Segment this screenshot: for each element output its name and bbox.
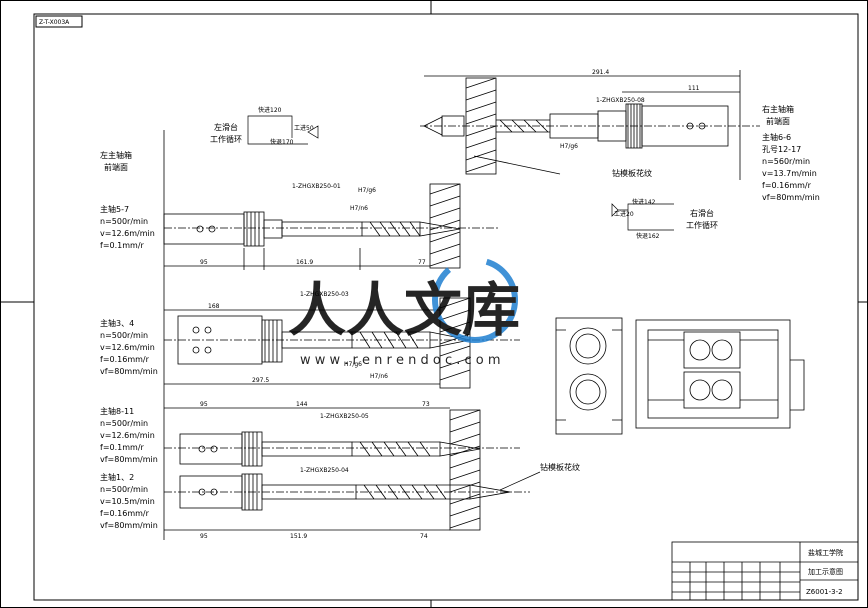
dim-297: 297.5	[252, 377, 269, 384]
left-spindle-end-l2: 前端面	[104, 162, 128, 172]
left-spindle-end-l1: 左主轴箱	[100, 150, 132, 160]
svg-text:工作循环: 工作循环	[686, 220, 718, 230]
dim-77: 77	[418, 259, 426, 266]
svg-text:v=12.6m/min: v=12.6m/min	[100, 343, 155, 352]
svg-text:v=10.5m/min: v=10.5m/min	[100, 497, 155, 506]
dim-74: 74	[420, 533, 428, 540]
tool-code-57: 1-ZHGXB250-01	[292, 183, 341, 190]
title-name: 加工示意图	[808, 567, 843, 576]
svg-text:快进120: 快进120	[258, 106, 282, 114]
watermark-url: w w w . r e n r e n d o c . c o m	[300, 353, 501, 368]
dim-161-a: 161.9	[296, 259, 313, 266]
spindle-1-2-assembly	[164, 473, 530, 531]
dim-144: 144	[296, 401, 308, 408]
inner-frame	[33, 13, 859, 601]
top-spindle-assembly	[420, 70, 760, 180]
svg-text:主轴6-6: 主轴6-6	[762, 132, 791, 142]
drawing-code-tag: Z-T-X003A	[39, 19, 70, 26]
svg-text:右滑台: 右滑台	[690, 208, 714, 218]
svg-text:f=0.1mm/r: f=0.1mm/r	[100, 241, 145, 250]
svg-text:工作循环: 工作循环	[210, 134, 242, 144]
svg-text:f=0.1mm/r: f=0.1mm/r	[100, 443, 145, 452]
dim-95-b: 95	[200, 401, 208, 408]
dim-top-overall: 291.4	[592, 69, 609, 76]
workpiece-side-view	[555, 317, 623, 435]
svg-text:快退170: 快退170	[270, 138, 294, 146]
title-school: 盐城工学院	[808, 548, 843, 557]
bushing-note-top: 钻模板花纹	[612, 168, 652, 178]
spindle-8-11-assembly	[164, 407, 520, 531]
fit-top-1: H7/g6	[560, 143, 578, 150]
svg-text:快退162: 快退162	[636, 232, 660, 240]
spindle-3-4-params: 主轴3、4 n=500r/min v=12.6m/min f=0.16mm/r …	[100, 318, 158, 376]
spindle-8-11-params: 主轴8-11 n=500r/min v=12.6m/min f=0.1mm/r …	[100, 406, 158, 464]
code-tag-box	[35, 15, 83, 28]
svg-text:主轴1、2: 主轴1、2	[100, 472, 134, 482]
svg-text:主轴8-11: 主轴8-11	[100, 406, 134, 416]
right-slide-cycle: 快进142 工进20 快退162 右滑台 工作循环	[611, 198, 718, 240]
fit-57-1: H7/g6	[358, 187, 376, 194]
fit-57-2: H7/n6	[350, 205, 368, 212]
spindle-5-7-params: 主轴5-7 n=500r/min v=12.6m/min f=0.1mm/r	[100, 204, 155, 250]
spindle-5-7-assembly	[163, 183, 500, 270]
bushing-note-bottom: 钻模板花纹	[540, 462, 580, 472]
title-block	[671, 541, 859, 601]
svg-text:主轴3、4: 主轴3、4	[100, 318, 134, 328]
bushing-leader	[499, 471, 541, 491]
workpiece-front-view	[635, 319, 805, 429]
svg-text:v=12.6m/min: v=12.6m/min	[100, 431, 155, 440]
svg-text:主轴5-7: 主轴5-7	[100, 204, 129, 214]
svg-text:n=500r/min: n=500r/min	[100, 485, 148, 494]
tool-code-34: 1-ZHGXB250-03	[300, 291, 349, 298]
dim-95-a: 95	[200, 259, 208, 266]
svg-text:vf=80mm/min: vf=80mm/min	[100, 367, 158, 376]
tool-code-12: 1-ZHGXB250-04	[300, 467, 349, 474]
svg-text:v=12.6m/min: v=12.6m/min	[100, 229, 155, 238]
svg-text:快进142: 快进142	[632, 198, 656, 206]
svg-text:vf=80mm/min: vf=80mm/min	[762, 193, 820, 202]
svg-text:f=0.16mm/r: f=0.16mm/r	[762, 181, 812, 190]
watermark-brand: 人人文库	[288, 276, 520, 344]
left-slide-cycle: 快进120 工进50 快退170 左滑台 工作循环	[210, 106, 319, 146]
svg-text:工进50: 工进50	[294, 124, 314, 132]
tool-code-top: 1-ZHGXB250-08	[596, 97, 645, 104]
right-spindle-end-l2: 前端面	[766, 116, 790, 126]
fit-34-1: H7/g6	[344, 361, 362, 368]
svg-text:n=500r/min: n=500r/min	[100, 419, 148, 428]
svg-text:工进20: 工进20	[614, 210, 634, 218]
svg-text:vf=80mm/min: vf=80mm/min	[100, 455, 158, 464]
title-drawing-no: Z6001-3-2	[806, 588, 843, 596]
svg-text:vf=80mm/min: vf=80mm/min	[100, 521, 158, 530]
svg-text:v=13.7m/min: v=13.7m/min	[762, 169, 817, 178]
svg-text:n=500r/min: n=500r/min	[100, 217, 148, 226]
right-spindle-end-l1: 右主轴箱	[762, 104, 794, 114]
watermark: 人人文库 w w w . r e n r e n d o c . c o m	[288, 257, 520, 368]
svg-text:孔号12-17: 孔号12-17	[762, 145, 801, 154]
tool-code-811: 1-ZHGXB250-05	[320, 413, 369, 420]
dim-73: 73	[422, 401, 430, 408]
dim-top-111: 111	[688, 85, 700, 92]
svg-text:f=0.16mm/r: f=0.16mm/r	[100, 509, 150, 518]
svg-text:n=500r/min: n=500r/min	[100, 331, 148, 340]
dim-151: 151.9	[290, 533, 307, 540]
svg-text:n=560r/min: n=560r/min	[762, 157, 810, 166]
svg-text:左滑台: 左滑台	[214, 122, 238, 132]
svg-text:f=0.16mm/r: f=0.16mm/r	[100, 355, 150, 364]
dim-95-c: 95	[200, 533, 208, 540]
top-right-spindle-params: 主轴6-6 孔号12-17 n=560r/min v=13.7m/min f=0…	[762, 132, 820, 202]
fit-34-2: H7/n6	[370, 373, 388, 380]
dim-168: 168	[208, 303, 220, 310]
spindle-1-2-params: 主轴1、2 n=500r/min v=10.5m/min f=0.16mm/r …	[100, 472, 158, 530]
